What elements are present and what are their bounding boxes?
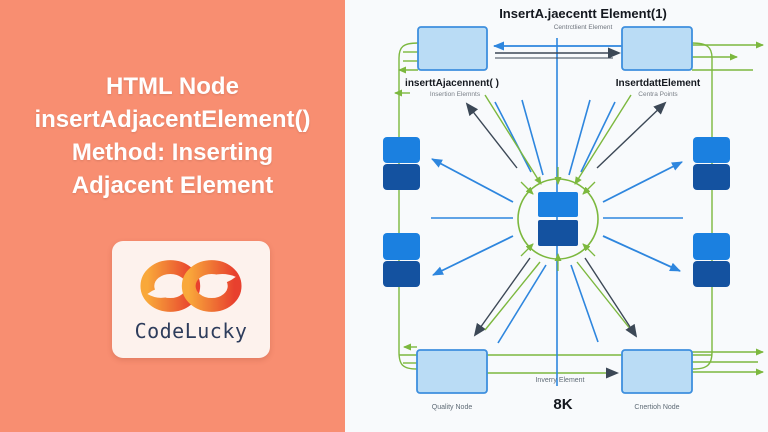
node-box-bottom-right xyxy=(621,349,693,394)
node-box-top-right xyxy=(621,26,693,71)
resolution-badge: 8K xyxy=(553,396,572,413)
left-panel: HTML Node insertAdjacentElement() Method… xyxy=(0,0,345,432)
top-right-node-label: InsertdattElement xyxy=(616,78,701,89)
brand-name: CodeLucky xyxy=(134,319,248,343)
infinity-logo-icon xyxy=(140,260,242,312)
top-left-node-sublabel: Insertion Elemnts xyxy=(430,91,481,98)
center-bottom-label: Inverry Element xyxy=(535,377,584,384)
title-line: Method: Inserting xyxy=(71,139,274,167)
node-box-top-left xyxy=(417,26,488,71)
bottom-left-node-label: Quality Node xyxy=(432,404,473,411)
title-line: HTML Node xyxy=(106,73,239,100)
corner-node-boxes xyxy=(416,26,693,394)
green-frame-lines xyxy=(394,41,764,379)
side-block-stacks xyxy=(383,137,730,287)
page-title: HTML Node insertAdjacentElement() Method… xyxy=(0,70,345,202)
center-circle xyxy=(517,167,599,271)
insert-adjacent-diagram: InsertA.jaecentt Element(1) Centrctlient… xyxy=(383,6,764,413)
logo-card: CodeLucky xyxy=(112,241,270,358)
top-right-node-sublabel: Centra Points xyxy=(638,91,678,98)
title-line: Adjacent Element xyxy=(71,172,274,200)
title-line: insertAdjacentElement() xyxy=(34,106,311,134)
node-box-bottom-left xyxy=(416,349,488,394)
diagram-subtitle: Centrctlient Element xyxy=(554,24,613,31)
bottom-right-node-label: Cnertioh Node xyxy=(634,404,679,411)
diagram-title: InsertA.jaecentt Element(1) xyxy=(499,6,667,21)
right-panel: InsertA.jaecentt Element(1) Centrctlient… xyxy=(345,0,768,432)
arrow-rays xyxy=(431,41,683,344)
top-left-node-label: inserttAjacennent( ) xyxy=(405,78,499,89)
center-element-blocks xyxy=(538,192,578,246)
